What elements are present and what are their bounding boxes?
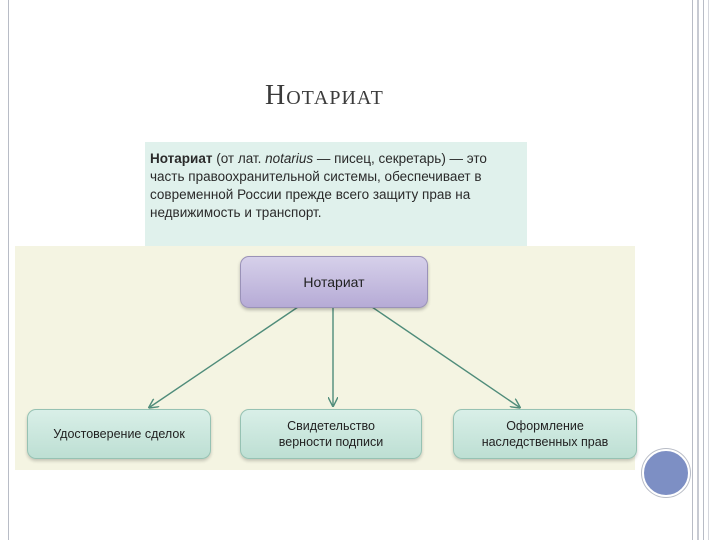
slide-nav-circle[interactable]	[642, 449, 690, 497]
definition-text-after: — писец, секретарь) — это часть правоохр…	[150, 151, 487, 220]
definition-box	[145, 142, 527, 246]
diagram-child-node: Свидетельство верности подписи	[240, 409, 422, 459]
slide-frame-left	[8, 0, 9, 540]
slide-frame-right	[703, 0, 704, 540]
definition-latin-word: notarius	[265, 151, 314, 166]
definition-text-before: (от лат.	[212, 151, 266, 166]
diagram-child-node: Оформление наследственных прав	[453, 409, 637, 459]
definition-text: Нотариат (от лат. notarius — писец, секр…	[150, 150, 522, 222]
child-node-label: Удостоверение сделок	[53, 427, 185, 441]
root-node-label: Нотариат	[303, 274, 365, 290]
diagram-child-node: Удостоверение сделок	[27, 409, 211, 459]
child-node-label: Свидетельство верности подписи	[278, 419, 384, 449]
slide-frame-right	[697, 0, 699, 540]
connector-arrow-left	[150, 306, 299, 407]
slide-frame-right	[708, 0, 709, 540]
diagram-root-node: Нотариат	[240, 256, 428, 308]
slide-title: Нотариат	[265, 80, 384, 111]
slide-frame-right	[692, 0, 693, 540]
connector-arrow-right	[371, 306, 519, 407]
definition-term: Нотариат	[150, 151, 213, 166]
child-node-label: Оформление наследственных прав	[481, 419, 609, 449]
